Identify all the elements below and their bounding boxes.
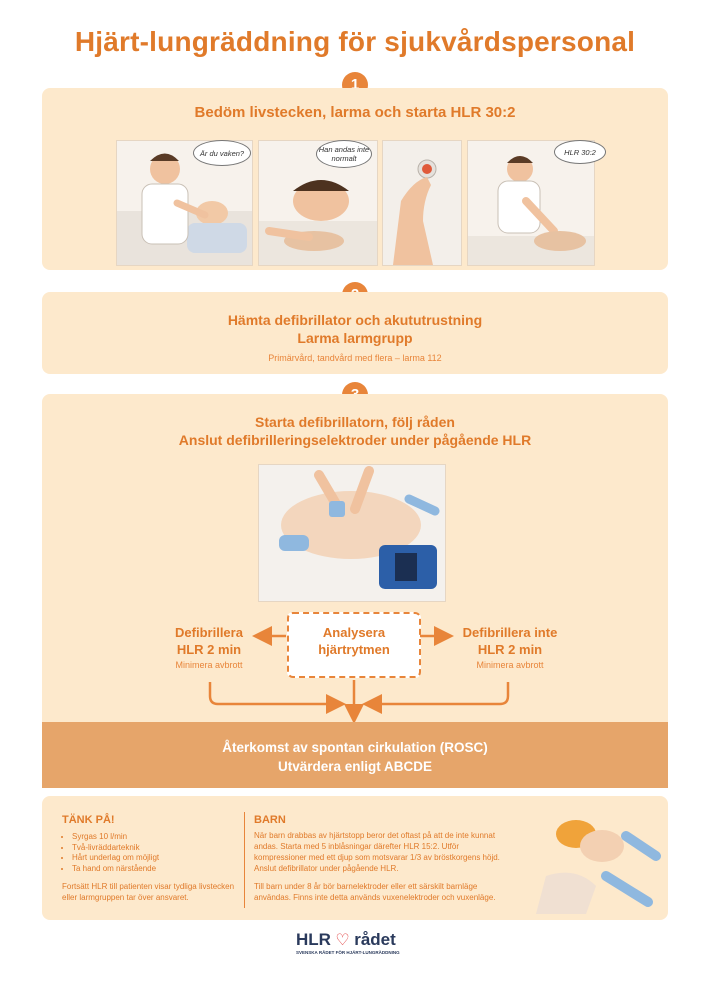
list-item: Två-livräddarteknik (72, 843, 234, 854)
illustration-check-breathing (258, 140, 378, 266)
speech-bubble-3: HLR 30:2 (554, 140, 606, 164)
illustration-defibrillator (258, 464, 446, 602)
analyze-line1: Analysera (322, 625, 386, 640)
analyze-line2: hjärtrytmen (318, 642, 390, 657)
illustration-alarm-button (382, 140, 462, 266)
barn-paragraph-1: När barn drabbas av hjärtstopp beror det… (254, 831, 500, 873)
heart-icon: ♡ (335, 932, 350, 949)
logo-tagline: SVENSKA RÅDET FÖR HJÄRT-LUNGRÄDDNING (296, 950, 400, 955)
defibrillate-line1: Defibrillera (175, 625, 243, 640)
rosc-line1: Återkomst av spontan cirkulation (ROSC) (222, 740, 488, 755)
defibrillate-line2: HLR 2 min (176, 642, 242, 657)
no-defibrillate-subtext: Minimera avbrott (476, 660, 544, 670)
logo-text-left: HLR (296, 930, 331, 949)
step3-heading-line1: Starta defibrillatorn, följ råden (255, 414, 455, 430)
illustration-cpr-compressions (467, 140, 595, 266)
flow-arrows (208, 626, 510, 724)
list-item: Ta hand om närstående (72, 864, 234, 875)
barn-paragraph-2: Till barn under 8 år bör barnelektroder … (254, 882, 496, 902)
step2-heading-line1: Hämta defibrillator och akututrustning (227, 312, 483, 328)
page-title: Hjärt-lungräddning för sjukvårdspersonal (74, 26, 636, 57)
list-item: Syrgas 10 l/min (72, 832, 234, 843)
speech-bubble-2: Han andas inte normalt (316, 140, 372, 168)
analyze-rhythm-box (287, 612, 421, 678)
return-arrow-right (362, 682, 510, 714)
defibrillate-subtext: Minimera avbrott (175, 660, 243, 670)
step2-panel (42, 292, 668, 374)
barn-heading: BARN (254, 814, 286, 826)
step2-heading-line2: Larma larmgrupp (297, 330, 413, 346)
rosc-banner (42, 722, 668, 788)
return-arrow-left (208, 682, 346, 714)
step2-subtext: Primärvård, tandvård med flera – larma 1… (268, 353, 442, 363)
tank-pa-heading: TÄNK PÅ! (62, 814, 115, 826)
speech-bubble-1: Är du vaken? (193, 140, 251, 166)
step1-heading: Bedöm livstecken, larma och starta HLR 3… (194, 104, 516, 121)
rosc-line2: Utvärdera enligt ABCDE (277, 759, 433, 774)
step3-heading-line2: Anslut defibrilleringselektroder under p… (178, 432, 532, 448)
list-item: Hårt underlag om möjligt (72, 853, 234, 864)
tank-pa-footer: Fortsätt HLR till patienten visar tydlig… (62, 882, 235, 902)
logo-text-right: rådet (354, 930, 396, 949)
no-defibrillate-line2: HLR 2 min (477, 642, 543, 657)
illustration-child-cpr (536, 806, 662, 914)
hlr-radet-logo: HLR ♡ rådet SVENSKA RÅDET FÖR HJÄRT-LUNG… (296, 930, 420, 955)
tank-pa-list: Syrgas 10 l/min Två-livräddarteknik Hårt… (62, 832, 234, 874)
column-divider (244, 812, 245, 908)
no-defibrillate-line1: Defibrillera inte (462, 625, 558, 640)
